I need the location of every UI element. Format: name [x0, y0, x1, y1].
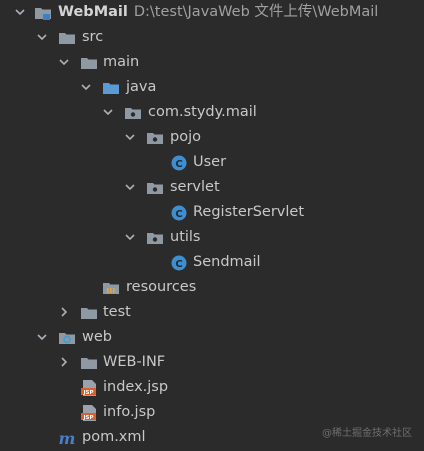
file-label: pom.xml — [82, 429, 146, 445]
svg-text:C: C — [175, 209, 182, 220]
module-name: WebMail D:\test\JavaWeb 文件上传\WebMail — [58, 3, 378, 22]
tree-row-pom-xml[interactable]: m pom.xml — [0, 425, 424, 450]
chevron-down-icon[interactable] — [124, 231, 136, 243]
module-title: WebMail — [58, 4, 128, 20]
file-label: index.jsp — [103, 379, 169, 395]
tree-row-java[interactable]: java — [0, 75, 424, 100]
jsp-file-icon: JSP — [80, 404, 98, 422]
chevron-down-icon[interactable] — [14, 6, 26, 18]
chevron-down-icon[interactable] — [36, 31, 48, 43]
tree-row-pojo[interactable]: pojo — [0, 125, 424, 150]
tree-row-package[interactable]: com.stydy.mail — [0, 100, 424, 125]
folder-label: resources — [126, 279, 197, 295]
chevron-down-icon[interactable] — [102, 106, 114, 118]
package-icon — [146, 179, 164, 197]
package-icon — [124, 104, 142, 122]
tree-row-resources[interactable]: resources — [0, 275, 424, 300]
svg-text:C: C — [175, 259, 182, 270]
folder-label: src — [82, 29, 104, 45]
module-folder-icon — [34, 4, 52, 22]
chevron-down-icon[interactable] — [124, 131, 136, 143]
tree-row-sendmail[interactable]: C Sendmail — [0, 250, 424, 275]
source-root-folder-icon — [102, 79, 120, 97]
chevron-down-icon[interactable] — [58, 56, 70, 68]
tree-row-info-jsp[interactable]: JSP info.jsp — [0, 400, 424, 425]
folder-label: web — [82, 329, 112, 345]
watermark: @稀土掘金技术社区 — [322, 428, 412, 439]
tree-row-main[interactable]: main — [0, 50, 424, 75]
tree-row-servlet[interactable]: servlet — [0, 175, 424, 200]
web-folder-icon — [58, 329, 76, 347]
svg-text:JSP: JSP — [82, 390, 93, 396]
package-icon — [146, 229, 164, 247]
module-path: D:\test\JavaWeb 文件上传\WebMail — [133, 4, 379, 20]
package-label: pojo — [170, 129, 201, 145]
java-class-icon: C — [170, 204, 188, 222]
chevron-down-icon[interactable] — [124, 181, 136, 193]
tree-row-test[interactable]: test — [0, 300, 424, 325]
package-icon — [146, 129, 164, 147]
tree-row-index-jsp[interactable]: JSP index.jsp — [0, 375, 424, 400]
package-label: utils — [170, 229, 201, 245]
java-class-icon: C — [170, 254, 188, 272]
tree-row-register-servlet[interactable]: C RegisterServlet — [0, 200, 424, 225]
folder-icon — [58, 29, 76, 47]
folder-icon — [80, 54, 98, 72]
tree-row-src[interactable]: src — [0, 25, 424, 50]
folder-icon — [80, 354, 98, 372]
chevron-down-icon[interactable] — [36, 331, 48, 343]
folder-label: test — [103, 304, 131, 320]
tree-row-user[interactable]: C User — [0, 150, 424, 175]
svg-text:JSP: JSP — [82, 415, 93, 421]
tree-row-utils[interactable]: utils — [0, 225, 424, 250]
folder-label: main — [103, 54, 140, 70]
class-label: Sendmail — [193, 254, 261, 270]
tree-row-web[interactable]: web — [0, 325, 424, 350]
class-label: User — [193, 154, 227, 170]
file-label: info.jsp — [103, 404, 156, 420]
java-class-icon: C — [170, 154, 188, 172]
package-label: servlet — [170, 179, 220, 195]
tree-row-webmail[interactable]: WebMail D:\test\JavaWeb 文件上传\WebMail — [0, 0, 424, 25]
chevron-right-icon[interactable] — [58, 356, 70, 368]
maven-icon: m — [58, 429, 76, 447]
jsp-file-icon: JSP — [80, 379, 98, 397]
package-label: com.stydy.mail — [148, 104, 257, 120]
folder-label: WEB-INF — [103, 354, 166, 370]
folder-label: java — [126, 79, 157, 95]
class-label: RegisterServlet — [193, 204, 305, 220]
tree-row-web-inf[interactable]: WEB-INF — [0, 350, 424, 375]
svg-text:m: m — [59, 429, 76, 447]
resources-folder-icon — [102, 279, 120, 297]
chevron-right-icon[interactable] — [58, 306, 70, 318]
chevron-down-icon[interactable] — [80, 81, 92, 93]
svg-text:C: C — [175, 159, 182, 170]
folder-icon — [80, 304, 98, 322]
